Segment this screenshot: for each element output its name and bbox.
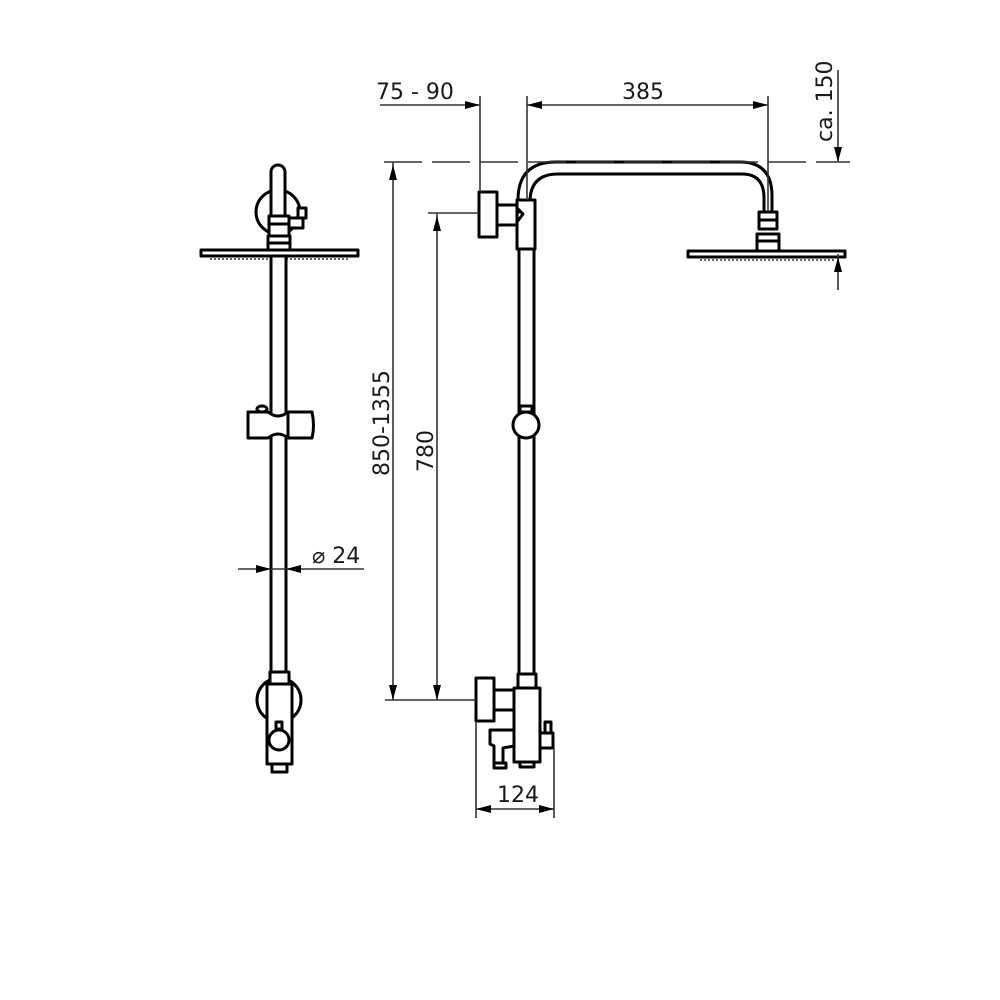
temperature-knob xyxy=(538,731,555,750)
rail-front xyxy=(517,247,536,676)
arm-connector xyxy=(267,214,291,238)
left-outlet xyxy=(488,728,516,765)
arm-length-label: 385 xyxy=(622,80,664,105)
bar-height-label: 780 xyxy=(414,430,439,472)
total-height-label: 850-1355 xyxy=(370,370,395,476)
hand-shower-holder xyxy=(511,410,541,440)
upper-wall-flange xyxy=(477,190,499,239)
rail-side xyxy=(269,254,288,678)
front-view: 75 - 90 385 ca. 150 850-1355 780 xyxy=(370,60,850,818)
head-drop-label: ca. 150 xyxy=(813,60,838,142)
thermostat-knob-side xyxy=(267,728,291,752)
shower-arm xyxy=(516,160,774,214)
mixer-depth-label: 124 xyxy=(497,783,539,808)
shower-head xyxy=(686,249,847,259)
diverter-knob-side xyxy=(287,216,305,230)
upper-tee xyxy=(515,198,537,251)
hand-shower-slider xyxy=(246,410,315,440)
thermostatic-mixer-body xyxy=(512,686,542,764)
wall-offset-label: 75 - 90 xyxy=(376,80,454,105)
diameter-label: ⌀ 24 xyxy=(312,544,360,569)
lower-wall-flange xyxy=(474,676,496,723)
side-view: ⌀ 24 xyxy=(199,163,364,774)
